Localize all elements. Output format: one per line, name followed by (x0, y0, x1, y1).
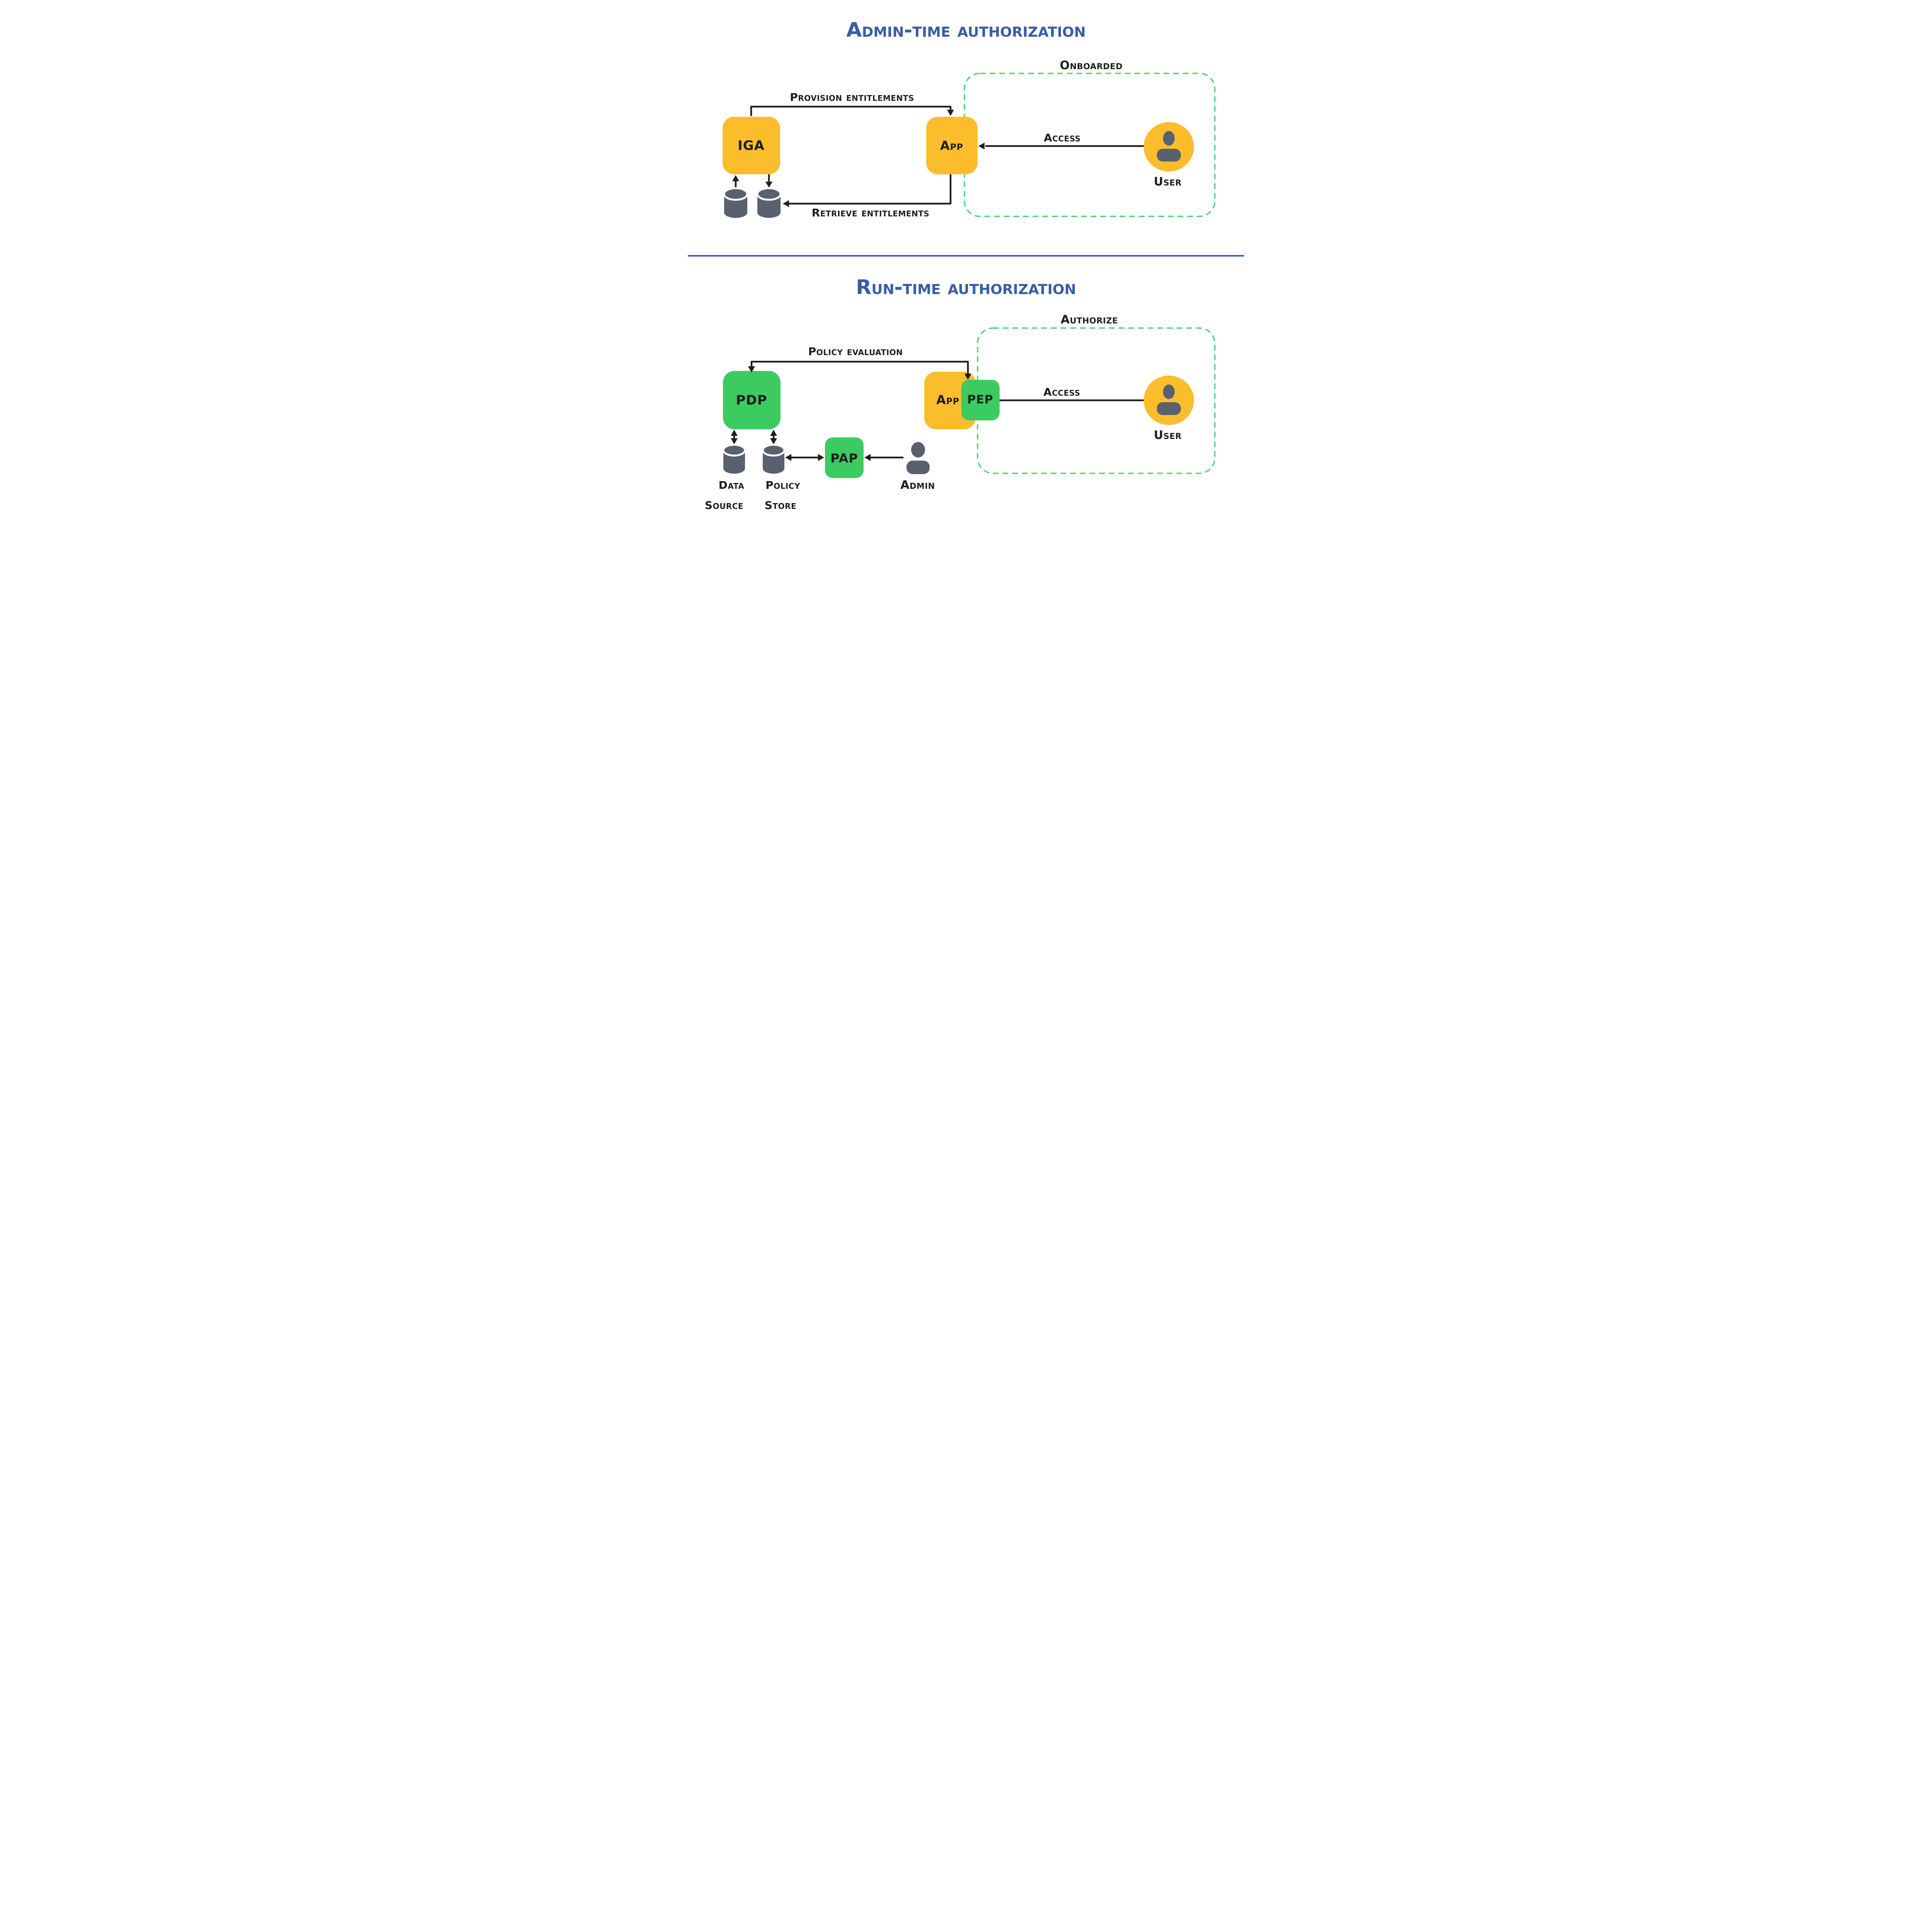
onboarded-label: Onboarded (1060, 59, 1123, 72)
access-label-run-time: Access (1043, 386, 1080, 398)
provision-entitlements-arrow (750, 105, 952, 116)
pep-label: PEP (967, 393, 993, 406)
access-label-admin-time: Access (1044, 131, 1081, 144)
access-top-arrowhead (978, 143, 985, 150)
iga-datastore-right-icon (756, 187, 782, 218)
retrieve-arrowhead (783, 200, 789, 207)
arrows (733, 105, 1145, 459)
admin-icon (906, 442, 930, 474)
policy-store-db-icon (762, 444, 786, 474)
data-source-db-icon (722, 444, 746, 474)
app-label-run-time: App (936, 393, 960, 407)
pap-label: PAP (830, 451, 858, 466)
section-divider (688, 255, 1244, 257)
pdp-label: PDP (736, 393, 767, 408)
user-label-admin-time: User (1153, 175, 1182, 189)
retrieve-entitlements-label: Retrieve entitlements (811, 206, 930, 219)
arrowheads (731, 110, 985, 461)
run-time-title: Run-time authorization (856, 276, 1076, 299)
pdp-ps-down-arrowhead (770, 438, 777, 444)
connector-layer (722, 105, 1194, 474)
pdp-ps-up-arrowhead (770, 430, 777, 436)
user-icon-admin-time (1144, 122, 1194, 172)
pep-node (961, 380, 1000, 420)
policy-eval-pdp-arrowhead (748, 366, 755, 372)
policy-eval-pep-arrowhead (964, 374, 971, 380)
pdp-node (723, 371, 781, 429)
policy-evaluation-label: Policy evaluation (808, 345, 903, 358)
iga-to-db-arrowhead (765, 182, 772, 188)
provision-arrowhead (947, 110, 954, 116)
provision-entitlements-label: Provision entitlements (790, 91, 914, 104)
retrieve-entitlements-arrow (789, 174, 952, 205)
data-source-label-line1: Data (718, 479, 745, 492)
pdp-ds-down-arrowhead (731, 438, 738, 444)
app-label-admin-time: App (940, 138, 964, 153)
authorization-diagram: Admin-time authorization Provision entit… (688, 0, 1244, 526)
iga-label: IGA (738, 138, 765, 153)
data-source-label-line2: Source (704, 499, 744, 512)
ps-pap-right-arrowhead (818, 454, 824, 461)
admin-pap-arrowhead (864, 454, 871, 461)
policy-evaluation-arrow (750, 361, 969, 374)
iga-datastore-left-icon (723, 187, 748, 218)
admin-time-title: Admin-time authorization (846, 19, 1086, 42)
iga-node (723, 117, 780, 174)
user-label-run-time: User (1153, 429, 1182, 442)
node-layer (688, 0, 1244, 526)
pap-node (825, 437, 864, 478)
policy-store-label-line2: Store (764, 499, 797, 512)
db-to-iga-arrowhead (732, 175, 739, 181)
pdp-ds-up-arrowhead (731, 430, 738, 436)
user-icon-run-time (1144, 376, 1194, 425)
label-layer: Admin-time authorization Provision entit… (688, 0, 1244, 526)
policy-store-label-line1: Policy (765, 479, 800, 492)
ps-pap-left-arrowhead (785, 454, 791, 461)
admin-label: Admin (900, 478, 935, 492)
app-node-admin-time (926, 117, 978, 174)
authorize-label: Authorize (1060, 313, 1118, 327)
